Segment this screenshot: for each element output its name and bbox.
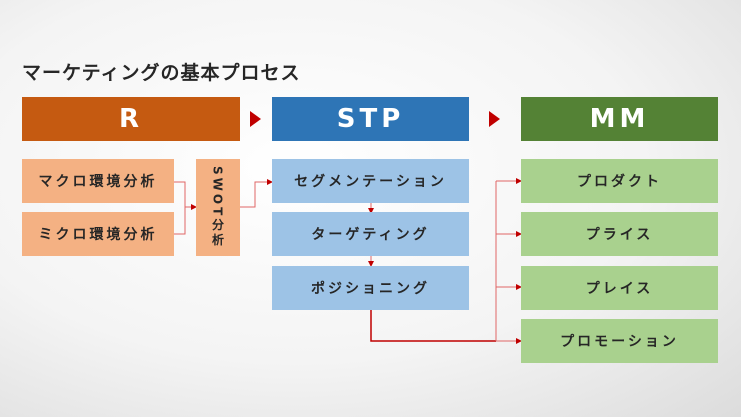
swot-box: SWOT分析 [196, 159, 240, 256]
mm-item-place: プレイス [521, 266, 718, 310]
stage-header-stp: STP [272, 97, 469, 141]
connector-line [174, 207, 186, 235]
mm-item-price: プライス [521, 212, 718, 256]
connector-line [240, 179, 273, 208]
arrow-right-icon [489, 111, 500, 127]
stage-header-r: R [22, 97, 240, 141]
swot-label: SWOT分析 [210, 166, 225, 249]
mm-item-product: プロダクト [521, 159, 718, 203]
mm-item-promotion: プロモーション [521, 319, 718, 363]
connector-line [174, 181, 186, 207]
arrow-right-icon [250, 111, 261, 127]
research-item-macro: マクロ環境分析 [22, 159, 174, 203]
connector-line [370, 310, 496, 342]
stp-item-positioning: ポジショニング [272, 266, 469, 310]
page-title: マーケティングの基本プロセス [22, 62, 301, 84]
stp-item-segmentation: セグメンテーション [272, 159, 469, 203]
research-item-micro: ミクロ環境分析 [22, 212, 174, 256]
stp-item-targeting: ターゲティング [272, 212, 469, 256]
stage-header-mm: MM [521, 97, 718, 141]
